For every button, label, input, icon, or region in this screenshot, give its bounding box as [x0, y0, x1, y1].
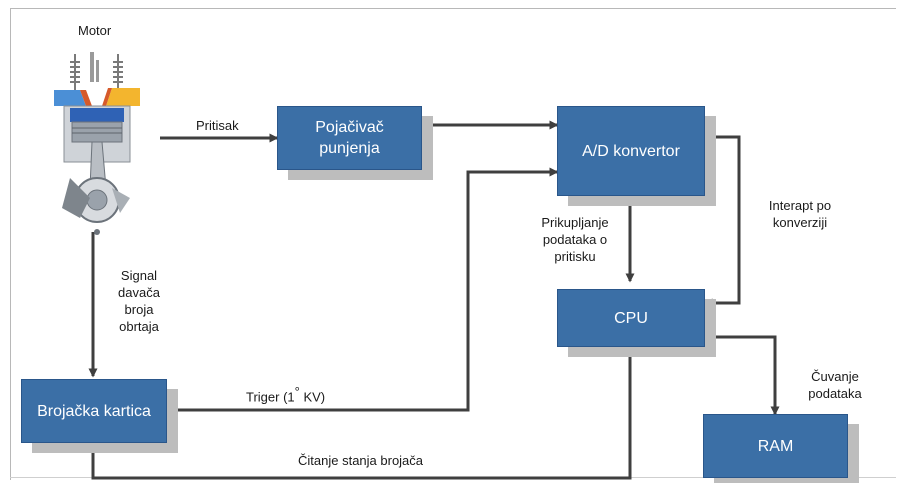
valve-spring-right [113, 54, 123, 92]
ram-box: RAM [703, 414, 848, 478]
cuvanje-line2: podataka [808, 386, 862, 401]
signal-line4: obrtaja [119, 319, 159, 334]
pojacivac-line1: Pojačivač [315, 119, 384, 136]
wire-interapt [703, 135, 741, 308]
cuvanje-line1: Čuvanje [811, 369, 859, 384]
wire-cuvanje [705, 335, 780, 416]
ram-label: RAM [757, 437, 794, 455]
valve-spring-left [70, 54, 80, 92]
interapt-line1: Interapt po [768, 198, 832, 213]
pritisak-label: Pritisak [196, 118, 239, 133]
cpu-label: CPU [614, 309, 648, 327]
interapt-label: Interapt po konverziji [755, 197, 845, 231]
engine-illustration [54, 52, 140, 235]
signal-line3: broja [124, 302, 154, 317]
ad-konvertor-label: A/D konvertor [582, 142, 680, 160]
brojacka-kartica-box: Brojačka kartica [21, 379, 167, 443]
motor-title: Motor [78, 23, 112, 38]
prikupljanje-line3: pritisku [554, 249, 596, 264]
triger-end: KV) [299, 389, 326, 405]
triger-label: Triger (1° KV) [246, 383, 325, 405]
triger-degree: ° [294, 384, 300, 399]
pojacivac-punjenja-box: Pojačivač punjenja [277, 106, 422, 170]
cuvanje-label: Čuvanje podataka [795, 368, 875, 402]
triger-text: Triger (1 [246, 389, 295, 405]
prikupljanje-line1: Prikupljanje [541, 215, 609, 230]
brojacka-kartica-label: Brojačka kartica [37, 402, 151, 420]
wire-citanje [91, 345, 635, 480]
cpu-box: CPU [557, 289, 705, 347]
pojacivac-line2: punjenja [319, 140, 380, 157]
ad-konvertor-box: A/D konvertor [557, 106, 705, 196]
prikupljanje-line2: podataka o [542, 232, 608, 247]
wire-triger [167, 167, 559, 412]
citanje-label: Čitanje stanja brojača [298, 453, 424, 468]
diagram-frame [10, 8, 896, 480]
prikupljanje-label: Prikupljanje podataka o pritisku [530, 214, 620, 265]
signal-line2: davača [118, 285, 160, 300]
interapt-line2: konverziji [772, 215, 828, 230]
signal-line1: Signal [120, 268, 158, 283]
signal-label: Signal davača broja obrtaja [104, 267, 174, 335]
